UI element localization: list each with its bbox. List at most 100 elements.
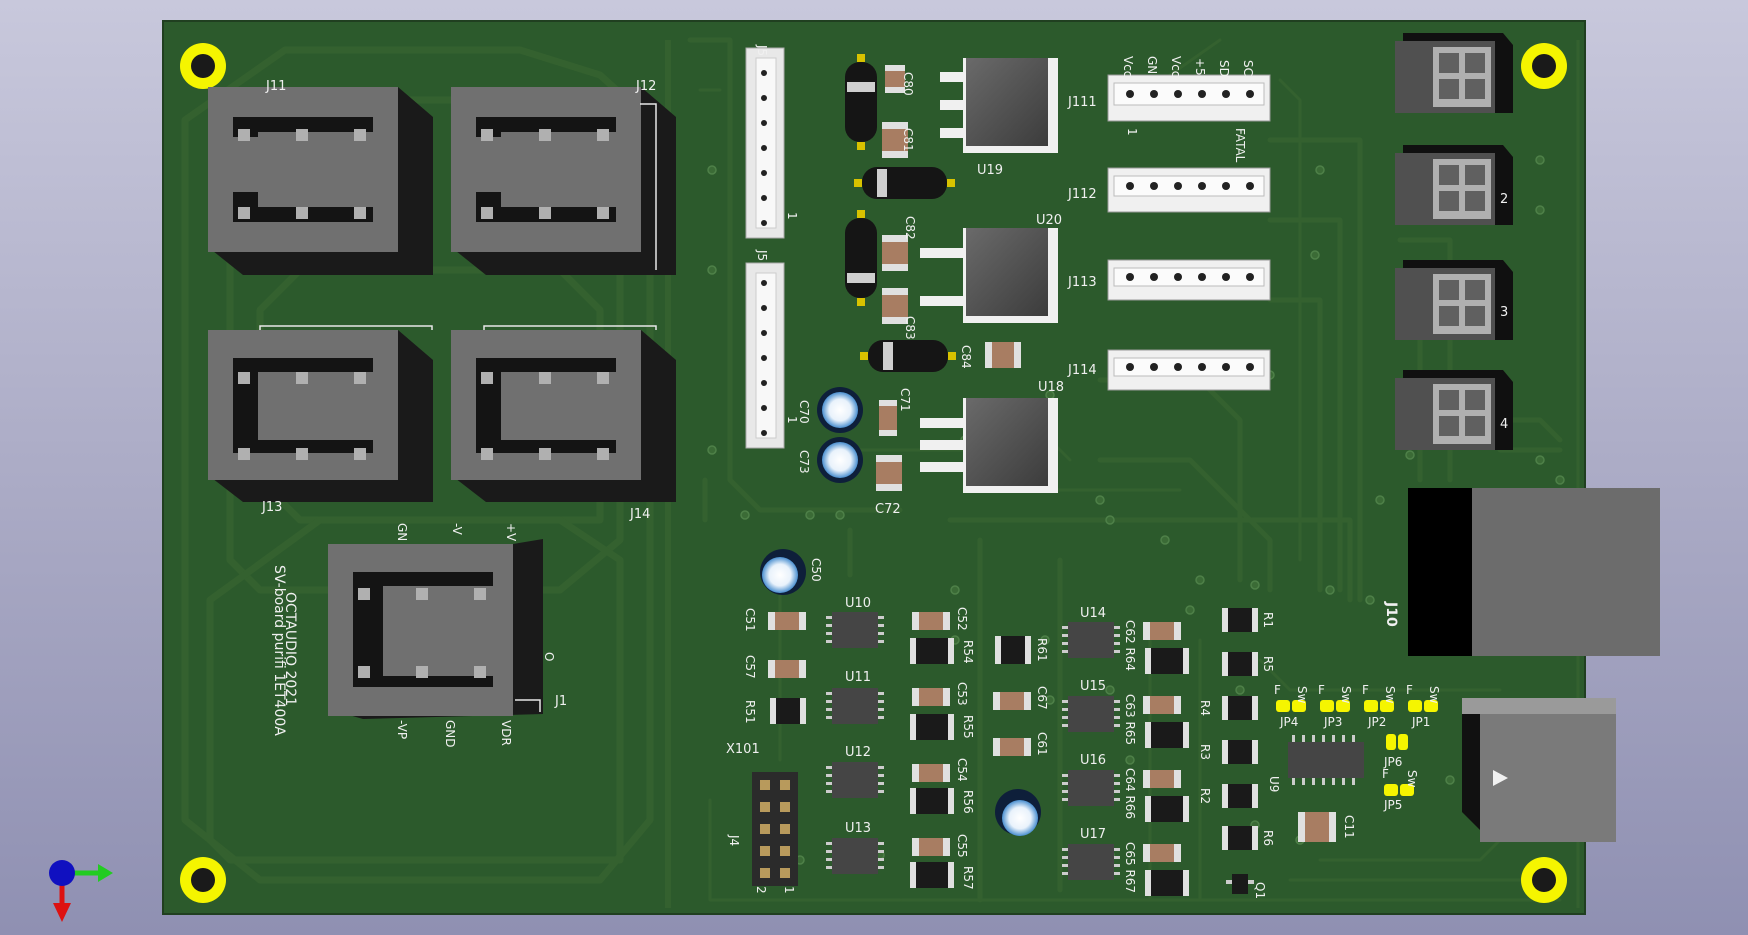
jp5-s: Sw	[1405, 770, 1419, 788]
label-c51: C51	[743, 608, 757, 632]
j111-pin-vcc2: Vcc	[1169, 56, 1183, 77]
label-jp6: JP6	[1383, 755, 1402, 769]
jst-connector-j114[interactable]	[1107, 349, 1271, 391]
label-c57: C57	[743, 655, 757, 679]
label-u13: U13	[845, 821, 871, 836]
jp1-s: Sw	[1427, 686, 1441, 704]
silkscreen-outlines	[259, 103, 657, 712]
j111-pin-gn: GN	[1145, 56, 1159, 74]
label-u18: U18	[1038, 380, 1064, 395]
axis-orientation-widget[interactable]	[49, 860, 113, 922]
regulator-u18[interactable]	[920, 398, 1058, 493]
regulator-u20[interactable]	[920, 228, 1058, 323]
label-c52: C52	[955, 607, 969, 631]
label-c54: C54	[955, 758, 969, 782]
j111-pin-sd: SD	[1217, 60, 1231, 77]
header-connector-j5b[interactable]	[745, 262, 785, 449]
pin-label-j1-vdr: VDR	[499, 720, 513, 746]
molex-connector-4[interactable]	[1395, 370, 1513, 450]
label-r3: R3	[1198, 744, 1212, 760]
mount-hole-top-right	[1521, 43, 1567, 89]
label-u19: U19	[977, 163, 1003, 178]
opamp-ics	[826, 612, 1364, 880]
j111-pin-vcc1: Vcc	[1121, 56, 1135, 77]
label-j112: J112	[1067, 187, 1097, 202]
label-c81: C81	[901, 128, 915, 152]
jumper-pads[interactable]	[1276, 700, 1438, 796]
transistor-q1	[1226, 874, 1254, 894]
label-r2: R2	[1198, 788, 1212, 804]
label-u11: U11	[845, 670, 871, 685]
pin-label-j1-minus-v: -V	[450, 523, 464, 536]
label-conn-2: 2	[1500, 192, 1508, 207]
header-connector-j5a[interactable]	[745, 47, 785, 239]
jp3-f: F	[1318, 683, 1325, 697]
label-c70: C70	[797, 400, 811, 424]
label-j5-bottom: J5	[755, 249, 769, 261]
label-u16: U16	[1080, 753, 1106, 768]
jp3-s: Sw	[1339, 686, 1353, 704]
usb-connector[interactable]	[1462, 698, 1616, 842]
label-c53: C53	[955, 682, 969, 706]
label-r56: R56	[961, 790, 975, 814]
molex-connector-3[interactable]	[1395, 260, 1513, 340]
diodes	[845, 54, 956, 372]
label-c50: C50	[809, 558, 823, 582]
j111-pin-plus5: +5	[1193, 58, 1207, 76]
molex-connector-1[interactable]	[1395, 33, 1513, 113]
label-r55: R55	[961, 715, 975, 739]
label-j13: J13	[261, 500, 282, 515]
label-u10: U10	[845, 596, 871, 611]
label-u15: U15	[1080, 679, 1106, 694]
label-j10: J10	[1383, 601, 1399, 627]
jp2-s: Sw	[1383, 686, 1397, 704]
board-text-line1: OCTAUDIO 2021	[282, 592, 298, 706]
label-u20: U20	[1036, 213, 1062, 228]
mount-hole-bottom-left	[180, 857, 226, 903]
pin-label-j1-gn: GN	[395, 523, 409, 541]
mount-hole-bottom-right	[1521, 857, 1567, 903]
power-connector-j13[interactable]	[208, 330, 433, 502]
pin-header-j4[interactable]	[752, 772, 798, 886]
label-r57: R57	[961, 866, 975, 890]
label-c63-r65: C63 R65	[1123, 694, 1137, 745]
label-j114: J114	[1067, 363, 1097, 378]
label-c62-r64: C62 R64	[1123, 620, 1137, 671]
jst-connector-j112[interactable]	[1107, 167, 1271, 213]
label-c84: C84	[959, 345, 973, 369]
label-c72: C72	[875, 502, 901, 517]
jp2-f: F	[1362, 683, 1369, 697]
label-j113: J113	[1067, 275, 1097, 290]
power-connector-j1[interactable]	[328, 539, 543, 719]
pin-label-j1-plus-v: +V	[504, 523, 518, 542]
label-c82: C82	[903, 216, 917, 240]
label-j11: J11	[265, 79, 286, 94]
label-c61: C61	[1035, 732, 1049, 756]
jst-connector-j111[interactable]	[1107, 74, 1271, 122]
regulator-u19[interactable]	[940, 58, 1058, 153]
label-c80: C80	[901, 72, 915, 96]
label-c64-r66: C64 R66	[1123, 768, 1137, 819]
power-connector-j14[interactable]	[451, 330, 676, 502]
label-q1: Q1	[1253, 882, 1267, 899]
y-axis-arrowhead	[53, 903, 71, 922]
label-jp1: JP1	[1411, 715, 1430, 729]
jst-connector-j113[interactable]	[1107, 259, 1271, 301]
label-r1: R1	[1261, 612, 1275, 628]
label-u17: U17	[1080, 827, 1106, 842]
jp4-s: Sw	[1295, 686, 1309, 704]
molex-connector-2[interactable]	[1395, 145, 1513, 225]
electrolytic-capacitors	[760, 387, 1041, 836]
label-r61: R61	[1035, 638, 1049, 662]
connector-block-j10[interactable]	[1408, 488, 1660, 656]
pin-label-j1-o: O	[542, 652, 556, 661]
label-j5-top: J5	[755, 44, 769, 56]
board-text-line2: SV-board purifi 1ET400A	[271, 565, 287, 736]
power-connector-j11[interactable]	[208, 87, 433, 275]
power-connector-j12[interactable]	[451, 87, 676, 275]
label-c11: C11	[1342, 815, 1356, 839]
silkscreen-labels: J11 J12 J13 J14 J1 SV-board purifi 1ET40…	[261, 44, 1508, 899]
label-r4: R4	[1198, 700, 1212, 716]
label-c71: C71	[898, 388, 912, 412]
